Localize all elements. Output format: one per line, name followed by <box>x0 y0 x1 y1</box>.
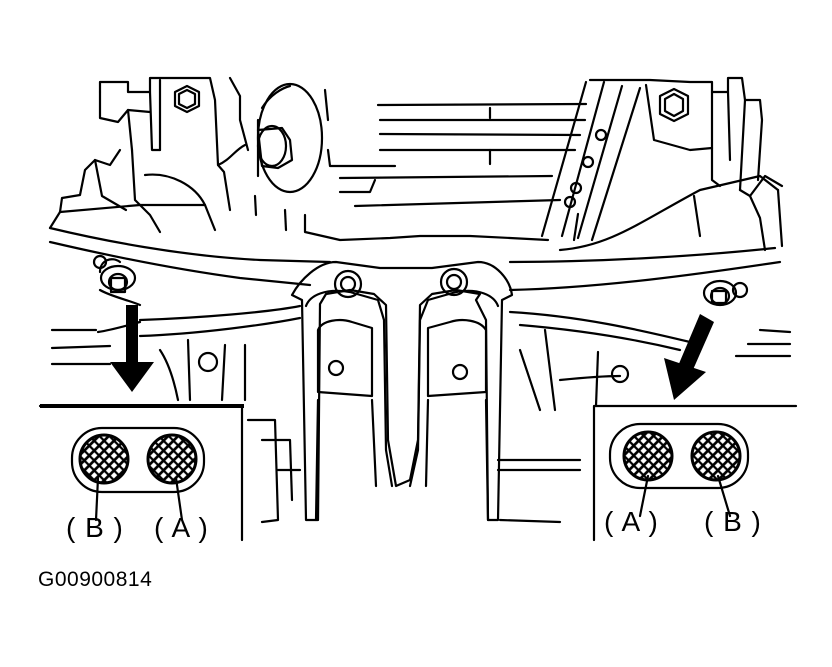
center-mount-bracket <box>290 260 514 522</box>
hex-bolt-icon <box>658 87 690 123</box>
right-detail-inset <box>592 404 798 542</box>
right-callout-b: ( B ) <box>704 506 762 537</box>
left-mount-bolt <box>92 254 137 294</box>
figure-id: G00900814 <box>38 568 153 591</box>
pulley-icon <box>253 82 324 217</box>
hex-bolt-icon <box>173 84 201 114</box>
left-callout-b: ( B ) <box>66 512 124 543</box>
engine-block-outline <box>58 76 784 252</box>
right-down-arrow-icon <box>664 314 714 400</box>
left-detail-inset <box>38 404 244 542</box>
right-callout-a: ( A ) <box>604 506 659 537</box>
left-down-arrow-icon <box>110 305 154 392</box>
lower-housing <box>50 328 792 524</box>
left-callout-a: ( A ) <box>154 512 209 543</box>
diagonal-bracket <box>540 80 642 242</box>
crossmember-beam <box>48 174 784 352</box>
right-mount-bolt <box>702 279 749 307</box>
